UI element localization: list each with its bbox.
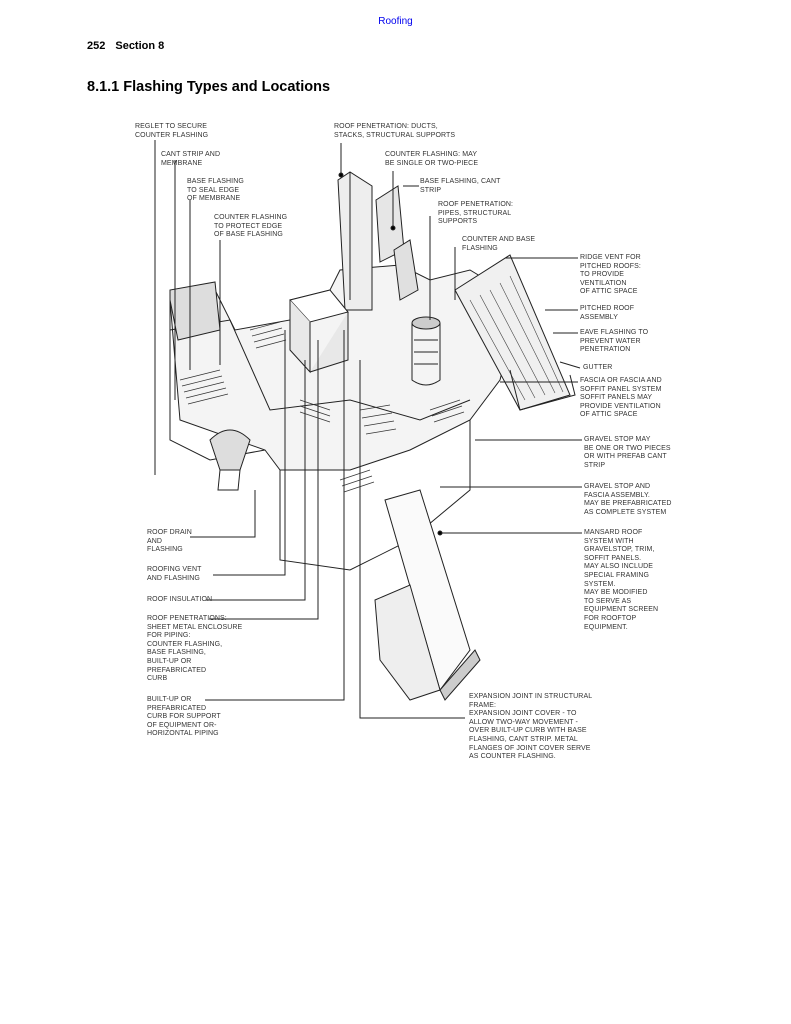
label-counter-flashing: COUNTER FLASHING TO PROTECT EDGE OF BASE… (214, 214, 288, 239)
label-roof-drain: ROOF DRAIN AND FLASHING (147, 529, 192, 554)
label-roof-penetration-ducts: ROOF PENETRATION: DUCTS, STACKS, STRUCTU… (334, 123, 456, 139)
label-built-up-curb: BUILT-UP OR PREFABRICATED CURB FOR SUPPO… (147, 696, 221, 738)
label-eave-flashing: EAVE FLASHING TO PREVENT WATER PENETRATI… (580, 329, 649, 354)
label-gravel-stop: GRAVEL STOP MAY BE ONE OR TWO PIECES OR … (584, 436, 671, 469)
label-gutter: GUTTER (583, 364, 613, 371)
label-ridge-vent: RIDGE VENT FOR PITCHED ROOFS: TO PROVIDE… (580, 254, 641, 296)
label-base-flashing-cant: BASE FLASHING, CANT STRIP (420, 178, 501, 194)
label-roof-penetration-pipes: ROOF PENETRATION: PIPES, STRUCTURAL SUPP… (438, 201, 514, 226)
label-mansard-roof: MANSARD ROOF SYSTEM WITH GRAVELSTOP, TRI… (584, 529, 659, 631)
page-number: 252 (87, 40, 106, 52)
label-reglet: REGLET TO SECURE COUNTER FLASHING (135, 123, 209, 139)
label-fascia: FASCIA OR FASCIA AND SOFFIT PANEL SYSTEM… (580, 377, 662, 419)
section-label: Section 8 (115, 40, 165, 52)
label-roof-insulation: ROOF INSULATION (147, 596, 213, 603)
section-heading: 8.1.1 Flashing Types and Locations (87, 79, 331, 95)
label-gravel-stop-fascia: GRAVEL STOP AND FASCIA ASSEMBLY. MAY BE … (584, 483, 672, 516)
label-base-flashing: BASE FLASHING TO SEAL EDGE OF MEMBRANE (187, 178, 244, 203)
label-pitched-roof: PITCHED ROOF ASSEMBLY (580, 305, 635, 321)
label-counter-flashing-two-piece: COUNTER FLASHING: MAY BE SINGLE OR TWO-P… (385, 151, 479, 167)
label-counter-and-base: COUNTER AND BASE FLASHING (462, 236, 536, 252)
label-cant-strip: CANT STRIP AND MEMBRANE (161, 151, 221, 167)
label-roof-penetrations-enclosure: ROOF PENETRATIONS: SHEET METAL ENCLOSURE… (147, 615, 243, 683)
page-header: 252 Section 8 (87, 40, 174, 52)
label-expansion-joint: EXPANSION JOINT IN STRUCTURAL FRAME: EXP… (469, 693, 593, 761)
running-title-link[interactable]: Roofing (378, 16, 413, 27)
label-roofing-vent: ROOFING VENT AND FLASHING (147, 566, 202, 582)
